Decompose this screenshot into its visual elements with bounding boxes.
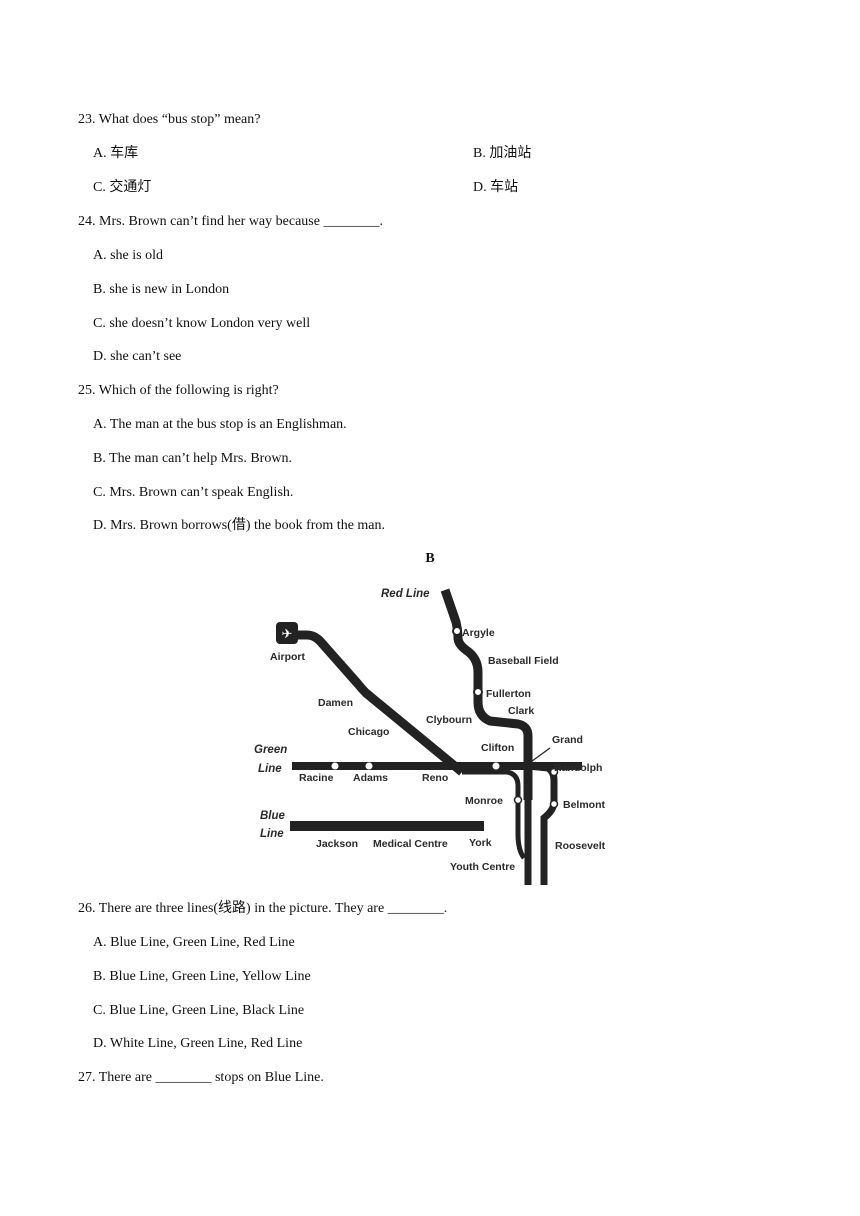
station-grand: Grand <box>552 734 583 746</box>
question-24-option-d: D. she can’t see <box>93 349 182 364</box>
station-clybourn: Clybourn <box>426 714 472 726</box>
green-line-label-2: Line <box>258 763 282 775</box>
question-23-stem: 23. What does “bus stop” mean? <box>78 112 261 127</box>
question-23-option-c: C. 交通灯 <box>93 180 152 195</box>
station-dot <box>549 767 559 777</box>
station-racine: Racine <box>299 772 334 784</box>
question-26-option-a: A. Blue Line, Green Line, Red Line <box>93 935 295 950</box>
station-york: York <box>469 837 492 849</box>
station-belmont: Belmont <box>563 799 606 811</box>
station-dot <box>473 687 483 697</box>
question-25-option-c: C. Mrs. Brown can’t speak English. <box>93 485 294 500</box>
question-23-option-d: D. 车站 <box>473 180 519 195</box>
station-jackson: Jackson <box>316 838 358 850</box>
airport-line <box>288 630 465 776</box>
question-24-option-a: A. she is old <box>93 248 163 263</box>
blue-line-label-1: Blue <box>260 810 286 822</box>
question-25-stem: 25. Which of the following is right? <box>78 383 279 398</box>
station-airport: Airport <box>270 651 306 663</box>
question-25-option-a: A. The man at the bus stop is an English… <box>93 417 347 432</box>
question-24-stem: 24. Mrs. Brown can’t find her way becaus… <box>78 214 383 229</box>
grand-pointer <box>527 747 551 765</box>
station-dot <box>365 762 373 770</box>
station-clifton: Clifton <box>481 742 514 754</box>
station-damen: Damen <box>318 697 353 709</box>
station-fullerton: Fullerton <box>486 688 531 700</box>
question-26-option-d: D. White Line, Green Line, Red Line <box>93 1036 303 1051</box>
station-dot <box>513 795 523 805</box>
plane-icon: ✈ <box>282 626 293 641</box>
station-clark: Clark <box>508 705 534 717</box>
question-25-option-b: B. The man can’t help Mrs. Brown. <box>93 451 292 466</box>
monroe-loop <box>462 769 527 860</box>
station-randolph: Randolph <box>554 762 602 774</box>
station-dot <box>452 626 462 636</box>
station-medical-centre: Medical Centre <box>373 838 448 850</box>
blue-line-label-2: Line <box>260 828 284 840</box>
question-23-option-b: B. 加油站 <box>473 146 532 161</box>
section-label: B <box>425 551 435 566</box>
question-26-option-b: B. Blue Line, Green Line, Yellow Line <box>93 969 311 984</box>
red-line-track <box>440 588 533 800</box>
station-youth-centre: Youth Centre <box>450 861 515 873</box>
green-line-label-1: Green <box>254 744 287 756</box>
station-baseball-field: Baseball Field <box>488 655 559 667</box>
station-chicago: Chicago <box>348 726 389 738</box>
station-dot <box>549 799 559 809</box>
question-26-stem: 26. There are three lines(线路) in the pic… <box>78 901 448 916</box>
station-reno: Reno <box>422 772 448 784</box>
question-24-option-c: C. she doesn’t know London very well <box>93 316 311 331</box>
question-24-option-b: B. she is new in London <box>93 282 230 297</box>
red-line-label: Red Line <box>381 588 430 600</box>
subway-map: ✈ Red Line Green Line Blue Line Airport … <box>254 588 606 885</box>
question-26-option-c: C. Blue Line, Green Line, Black Line <box>93 1003 305 1018</box>
station-adams: Adams <box>353 772 388 784</box>
question-27-stem: 27. There are ________ stops on Blue Lin… <box>78 1070 324 1085</box>
station-monroe: Monroe <box>465 795 503 807</box>
airport-icon <box>276 622 298 644</box>
station-dot <box>331 762 339 770</box>
question-23-option-a: A. 车库 <box>93 146 139 161</box>
station-dot <box>492 762 500 770</box>
question-25-option-d: D. Mrs. Brown borrows(借) the book from t… <box>93 518 386 533</box>
station-roosevelt: Roosevelt <box>555 840 606 852</box>
station-argyle: Argyle <box>462 627 495 639</box>
